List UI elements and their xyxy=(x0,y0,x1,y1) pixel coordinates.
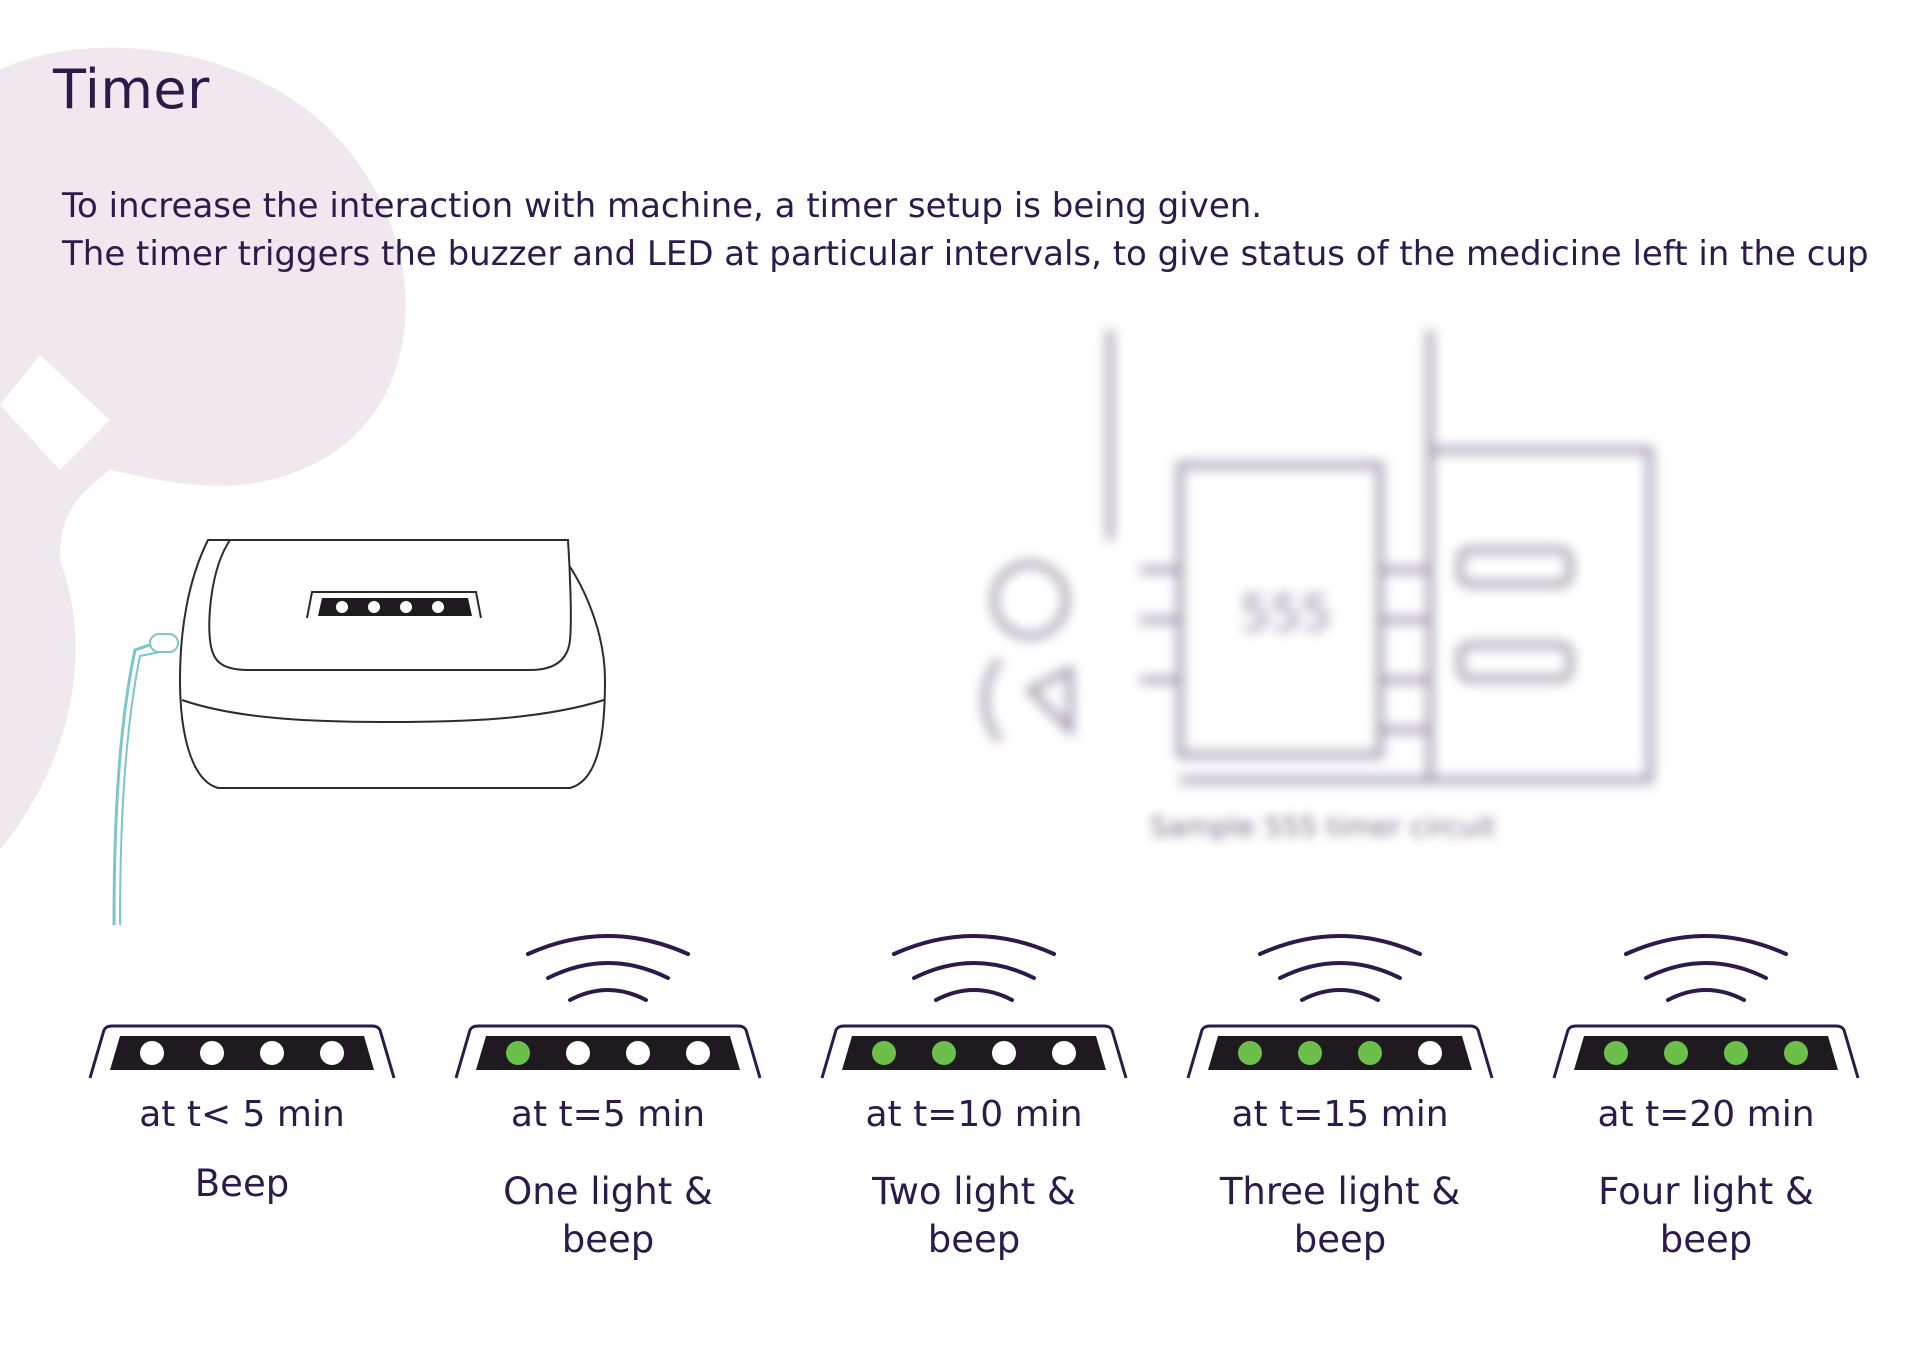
stage-1: at t< 5 min Beep xyxy=(82,930,402,1208)
led-off xyxy=(260,1041,284,1065)
stage-time: at t=20 min xyxy=(1597,1094,1815,1135)
intro-line-1: To increase the interaction with machine… xyxy=(62,186,1263,226)
led-off xyxy=(320,1041,344,1065)
led-off xyxy=(1418,1041,1442,1065)
beep-waves-icon xyxy=(526,934,690,1002)
chip-label: 555 xyxy=(1240,586,1332,642)
led-on xyxy=(872,1041,896,1065)
stage-3: at t=10 min Two light & beep xyxy=(814,930,1134,1264)
beep-waves-icon xyxy=(1624,934,1788,1002)
stage-5: at t=20 min Four light & beep xyxy=(1546,930,1866,1264)
led-on xyxy=(1358,1041,1382,1065)
led-indicator xyxy=(820,934,1128,1079)
stage-description: Beep xyxy=(194,1162,290,1205)
led-bar-frame xyxy=(454,1024,762,1079)
stage-description: Four light & beep xyxy=(1598,1170,1814,1261)
led-off xyxy=(626,1041,650,1065)
beep-waves-icon xyxy=(1258,934,1422,1002)
stage-time: at t=5 min xyxy=(510,1094,706,1135)
led-on xyxy=(1298,1041,1322,1065)
circuit-diagram: 555 xyxy=(982,330,1653,783)
led-bar xyxy=(842,1036,1106,1070)
stage-description: Three light & beep xyxy=(1219,1170,1461,1261)
led-off xyxy=(992,1041,1016,1065)
led-off xyxy=(200,1041,224,1065)
circuit-caption: Sample 555 timer circuit xyxy=(1150,810,1496,843)
led-bar-frame xyxy=(1186,1024,1494,1079)
led-on xyxy=(932,1041,956,1065)
led-on xyxy=(1784,1041,1808,1065)
led-on xyxy=(1238,1041,1262,1065)
stage-description: Two light & beep xyxy=(872,1170,1076,1261)
led-bar-frame xyxy=(88,1024,396,1079)
led-indicator xyxy=(454,934,762,1079)
intro-text: To increase the interaction with machine… xyxy=(62,182,1869,278)
led-indicator xyxy=(1186,934,1494,1079)
stage-time: at t=10 min xyxy=(865,1094,1083,1135)
led-on xyxy=(1664,1041,1688,1065)
device-illustration xyxy=(112,539,607,926)
stage-time: at t< 5 min xyxy=(139,1094,345,1135)
led-off xyxy=(686,1041,710,1065)
led-off xyxy=(566,1041,590,1065)
stage-time: at t=15 min xyxy=(1231,1094,1449,1135)
background-blob xyxy=(0,47,406,850)
led-off xyxy=(140,1041,164,1065)
led-bar xyxy=(1208,1036,1472,1070)
led-on xyxy=(506,1041,530,1065)
beep-waves-icon xyxy=(892,934,1056,1002)
led-bar-frame xyxy=(1552,1024,1860,1079)
led-indicator xyxy=(1552,934,1860,1079)
led-on xyxy=(1604,1041,1628,1065)
led-bar xyxy=(476,1036,740,1070)
stage-4: at t=15 min Three light & beep xyxy=(1180,930,1500,1264)
led-off xyxy=(1052,1041,1076,1065)
device-led-bar xyxy=(318,598,472,616)
led-on xyxy=(1724,1041,1748,1065)
led-bar-frame xyxy=(820,1024,1128,1079)
page-title: Timer xyxy=(53,58,210,121)
led-bar xyxy=(1574,1036,1838,1070)
led-bar xyxy=(110,1036,374,1070)
cable xyxy=(112,640,159,926)
intro-line-2: The timer triggers the buzzer and LED at… xyxy=(62,234,1869,274)
stage-description: One light & beep xyxy=(503,1170,713,1261)
stage-2: at t=5 min One light & beep xyxy=(448,930,768,1264)
led-indicator xyxy=(88,1024,396,1079)
